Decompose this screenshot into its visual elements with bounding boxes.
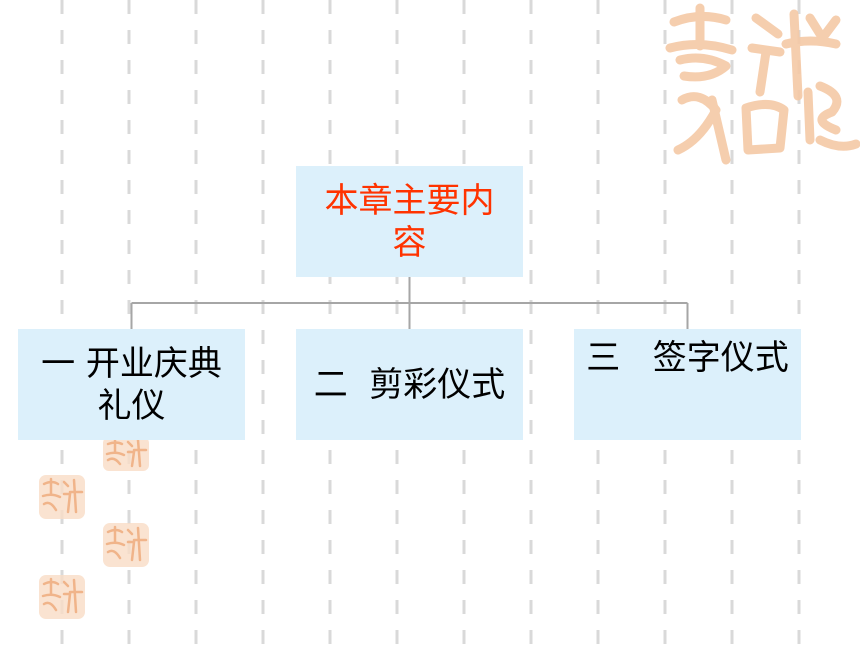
seal-stamp-icon [103, 437, 149, 471]
child-node-label: 三 签字仪式 [586, 338, 789, 378]
seal-stamp-icon [39, 475, 85, 519]
child-node-ribbon-cutting: 二 剪彩仪式 [296, 329, 523, 440]
child-node-label: 二 剪彩仪式 [313, 364, 506, 405]
root-node-label: 本章主要内容 [324, 180, 495, 263]
child-node-opening-ceremony: 一 开业庆典礼仪 [18, 329, 245, 440]
root-node: 本章主要内容 [296, 166, 523, 277]
seal-stamp-icon [103, 523, 149, 567]
child-node-signing-ceremony: 三 签字仪式 [574, 329, 801, 440]
calligraphy-seal-decoration [665, 3, 860, 165]
seal-stamp-icon [39, 575, 85, 619]
child-node-label: 一 开业庆典礼仪 [41, 343, 222, 426]
